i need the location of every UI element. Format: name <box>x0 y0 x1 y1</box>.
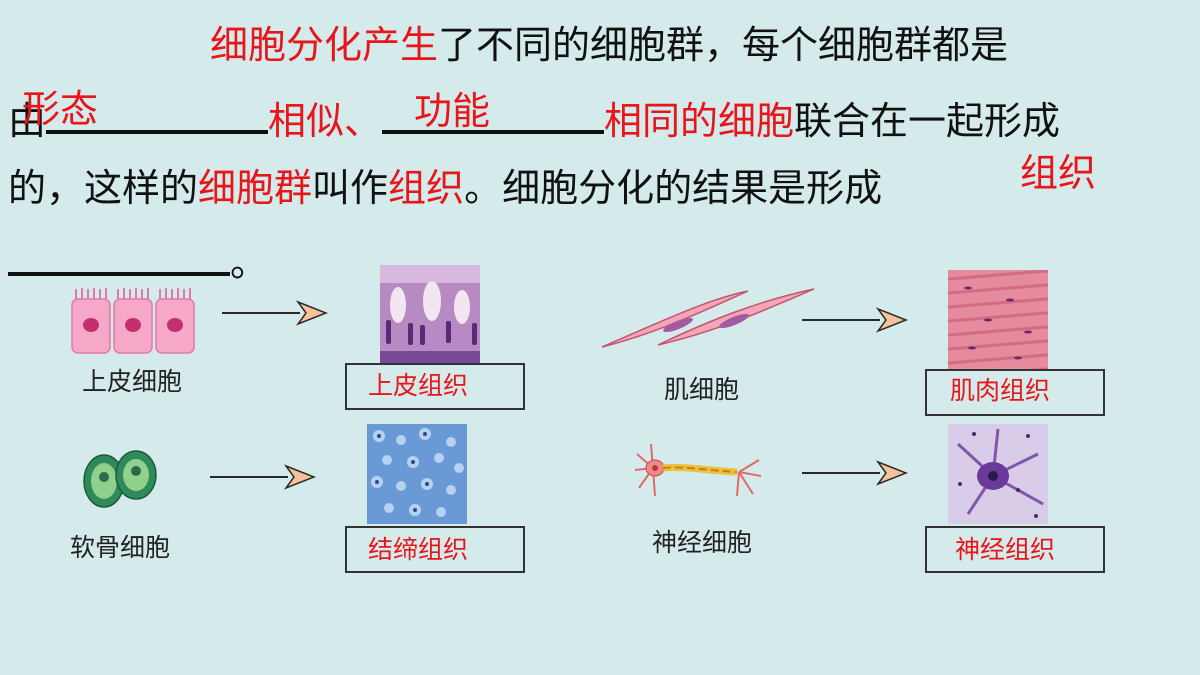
cartilage-cells-illustration <box>82 447 160 509</box>
arrow-icon <box>210 462 316 492</box>
highlight-same-cells: 相同的细胞 <box>604 99 794 143</box>
highlight-cell-group: 细胞群 <box>198 166 312 210</box>
nerve-cell-illustration <box>633 440 763 502</box>
epithelial-tissue-image <box>380 265 480 365</box>
highlight-cell-differentiation: 细胞分化产生 <box>210 23 438 67</box>
answer-tissue: 组织 <box>1020 150 1096 196</box>
nerve-tissue-image <box>948 424 1048 524</box>
label-cartilage-cell: 软骨细胞 <box>70 528 170 564</box>
sentence-line-3: 的，这样的细胞群叫作组织。细胞分化的结果是形成 <box>8 165 882 211</box>
fill-blank-tissue <box>8 242 230 276</box>
arrow-icon <box>802 305 908 335</box>
sentence-text: 联合在一起形成 <box>794 99 1060 143</box>
label-epithelial-tissue: 上皮组织 <box>368 366 468 402</box>
label-muscle-tissue: 肌肉组织 <box>950 371 1050 407</box>
sentence-line-1: 细胞分化产生了不同的细胞群，每个细胞群都是 <box>210 22 1008 68</box>
sentence-text: 。细胞分化的结果是形成 <box>464 166 882 210</box>
arrow-icon <box>802 458 908 488</box>
highlight-similar: 相似、 <box>268 99 382 143</box>
sentence-line-4: 。 <box>8 240 268 286</box>
label-muscle-cell: 肌细胞 <box>664 370 739 406</box>
muscle-cells-illustration <box>598 285 818 353</box>
connective-tissue-image <box>367 424 467 524</box>
label-nerve-cell: 神经细胞 <box>652 523 752 559</box>
label-epithelial-cell: 上皮细胞 <box>82 362 182 398</box>
sentence-text: 叫作 <box>312 166 388 210</box>
sentence-text: 。 <box>230 241 268 285</box>
arrow-icon <box>222 298 328 328</box>
sentence-text: 的，这样的 <box>8 166 198 210</box>
muscle-tissue-image <box>948 270 1048 370</box>
label-connective-tissue: 结缔组织 <box>368 530 468 566</box>
epithelial-cells-illustration <box>70 285 198 357</box>
sentence-text: 了不同的细胞群，每个细胞群都是 <box>438 23 1008 67</box>
answer-function: 功能 <box>414 88 490 134</box>
sentence-line-2: 由相似、相同的细胞联合在一起形成 <box>8 98 1060 144</box>
highlight-tissue: 组织 <box>388 166 464 210</box>
answer-shape: 形态 <box>22 86 98 132</box>
label-nerve-tissue: 神经组织 <box>955 530 1055 566</box>
